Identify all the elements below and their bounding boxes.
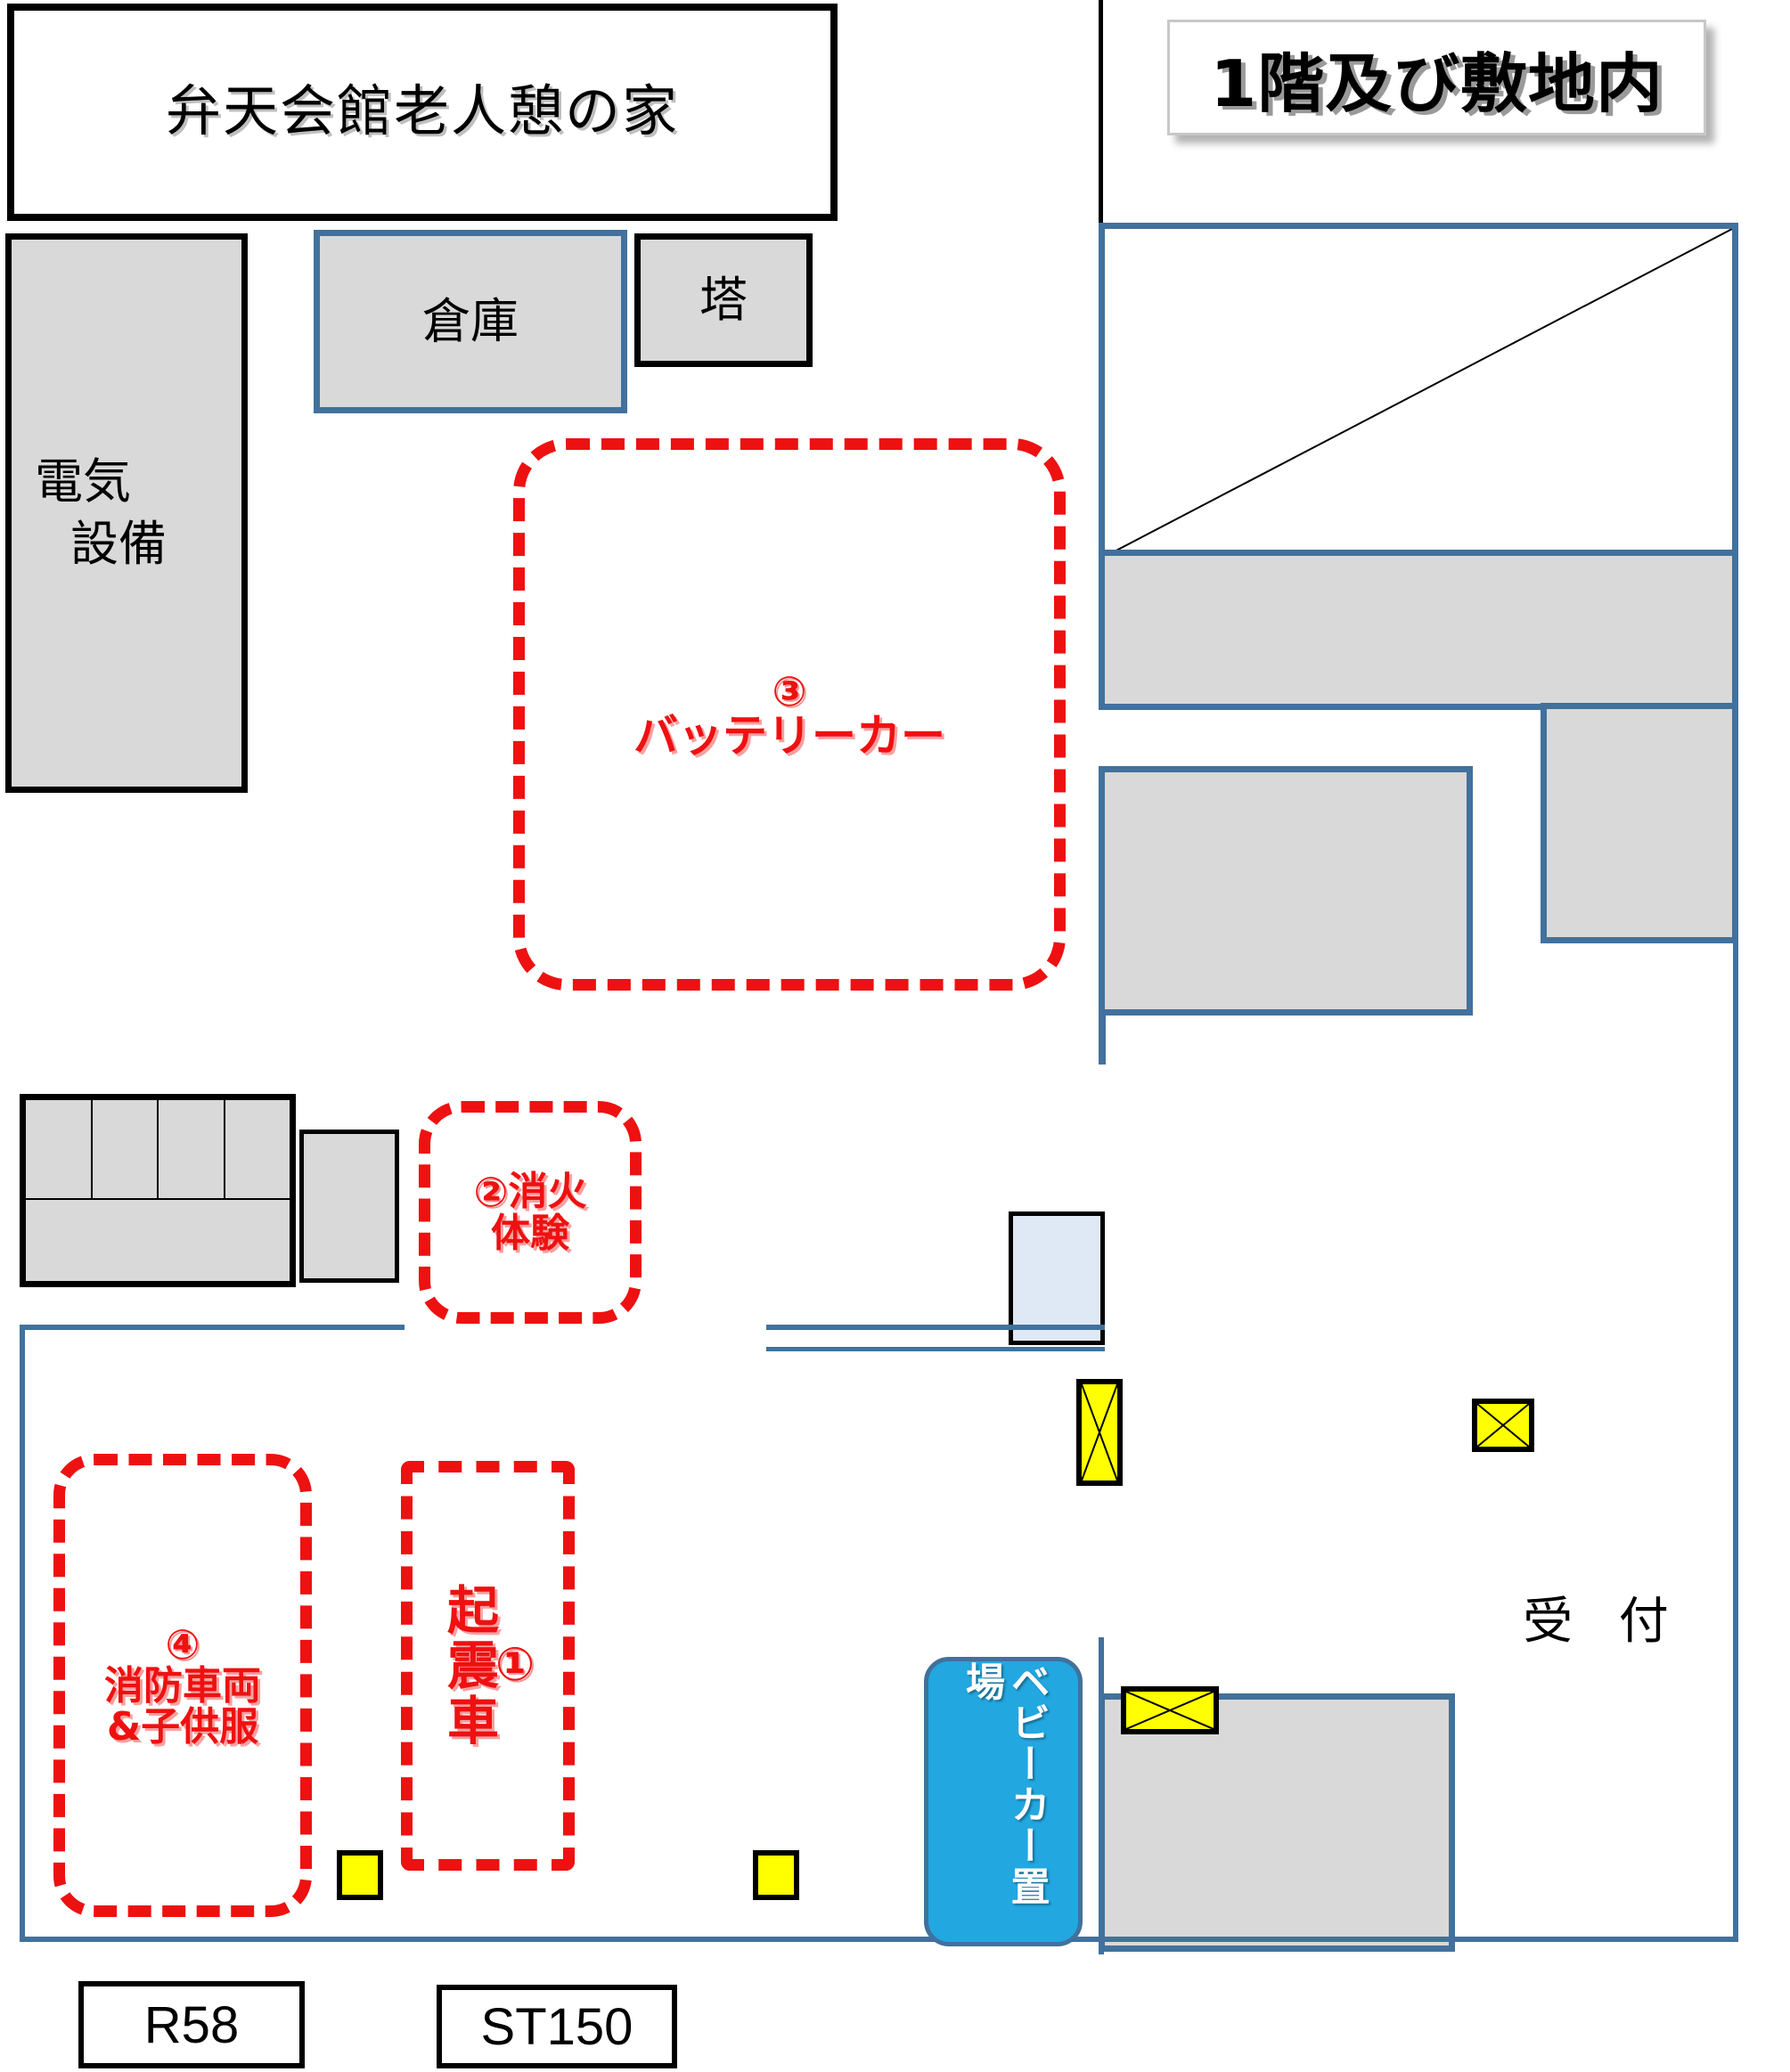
stair-diagonal-icon bbox=[1105, 229, 1732, 557]
code-box-st150-text: ST150 bbox=[480, 1997, 633, 2056]
zone-4-label-line2: &子供服 bbox=[106, 1704, 259, 1750]
zone-1-number: ① bbox=[494, 1637, 535, 1692]
zone-3-label: バッテリーカー bbox=[633, 709, 945, 762]
yard-left-boundary bbox=[20, 1325, 25, 1942]
building-center-room bbox=[1099, 766, 1473, 1016]
garage-bay bbox=[159, 1100, 225, 1198]
garage-lower-area bbox=[26, 1197, 290, 1283]
zone-4-label-line1: 消防車両 bbox=[104, 1662, 261, 1709]
zone-2-first-row: ② 消火 bbox=[473, 1167, 587, 1216]
activity-zone-3-battery-car[interactable]: ③ バッテリーカー bbox=[513, 438, 1066, 991]
building-benten-hall: 弁天会館老人憩の家 bbox=[7, 4, 838, 221]
building-tower: 塔 bbox=[634, 233, 813, 367]
entry-corridor-line bbox=[766, 1347, 1105, 1351]
reception-label: 受 付 bbox=[1488, 1586, 1720, 1657]
garage-bay bbox=[225, 1100, 290, 1198]
reception-label-text: 受 付 bbox=[1523, 1592, 1685, 1649]
garage-bay-row bbox=[26, 1100, 290, 1198]
stroller-parking-label: ベビーカー置場 bbox=[959, 1661, 1050, 1907]
yard-bottom-boundary bbox=[20, 1937, 1738, 1942]
zone-2-label-line1: 消火 bbox=[508, 1168, 587, 1214]
building-right-wing bbox=[1541, 703, 1738, 943]
code-box-st150: ST150 bbox=[437, 1985, 677, 2068]
garage-bay bbox=[93, 1100, 159, 1198]
building-hall-upper bbox=[1099, 223, 1738, 557]
yard-top-boundary-left bbox=[20, 1325, 405, 1330]
electric-equipment-label-line2: 設備 bbox=[70, 518, 167, 571]
code-box-r58-text: R58 bbox=[143, 1995, 240, 2054]
site-right-boundary bbox=[1733, 223, 1738, 1942]
building-center-wall-stub bbox=[1099, 1009, 1106, 1065]
building-warehouse: 倉庫 bbox=[314, 230, 627, 413]
building-garage bbox=[20, 1094, 296, 1287]
activity-zone-4-fire-vehicles[interactable]: ④ 消防車両 &子供服 bbox=[53, 1454, 312, 1917]
zone-3-number: ③ bbox=[772, 666, 807, 715]
reception-left-wall bbox=[1099, 1637, 1104, 1954]
zone-4-number: ④ bbox=[165, 1619, 200, 1668]
building-benten-hall-label: 弁天会館老人憩の家 bbox=[165, 81, 679, 143]
yard-marker-left bbox=[337, 1850, 383, 1900]
zone-1-label: 起震車 bbox=[437, 1583, 499, 1749]
door-marker-reception bbox=[1121, 1686, 1219, 1734]
zone-2-label-line2: 体験 bbox=[491, 1211, 569, 1257]
electric-equipment-label-line1: 電気 bbox=[35, 454, 131, 509]
yard-marker-right bbox=[753, 1850, 799, 1900]
site-top-boundary-line bbox=[1099, 0, 1103, 228]
cross-icon bbox=[1477, 1404, 1529, 1447]
stroller-parking-area[interactable]: ベビーカー置場 bbox=[924, 1657, 1083, 1946]
entrance-porch bbox=[1009, 1211, 1105, 1345]
door-marker-west bbox=[1076, 1379, 1123, 1486]
activity-zone-1-earthquake-simulator[interactable]: ① 起震車 bbox=[401, 1461, 575, 1871]
code-box-r58: R58 bbox=[78, 1981, 305, 2068]
cross-icon bbox=[1126, 1692, 1214, 1729]
yard-top-boundary-right bbox=[766, 1325, 1105, 1330]
garage-bay bbox=[26, 1100, 93, 1198]
warehouse-label: 倉庫 bbox=[422, 294, 519, 348]
zone-2-number: ② bbox=[473, 1167, 509, 1216]
cross-icon bbox=[1082, 1384, 1117, 1481]
door-marker-east bbox=[1472, 1399, 1534, 1452]
page-title: 1階及び敷地内 bbox=[1210, 45, 1663, 121]
activity-zone-2-fire-extinguishing[interactable]: ② 消火 体験 bbox=[419, 1101, 642, 1324]
building-electric-equipment: 電気 設備 bbox=[5, 233, 248, 793]
building-hall-middle bbox=[1099, 550, 1738, 710]
tower-label: 塔 bbox=[699, 273, 748, 327]
building-garage-annex bbox=[299, 1130, 399, 1283]
plan-title-plate: 1階及び敷地内 bbox=[1167, 20, 1706, 135]
